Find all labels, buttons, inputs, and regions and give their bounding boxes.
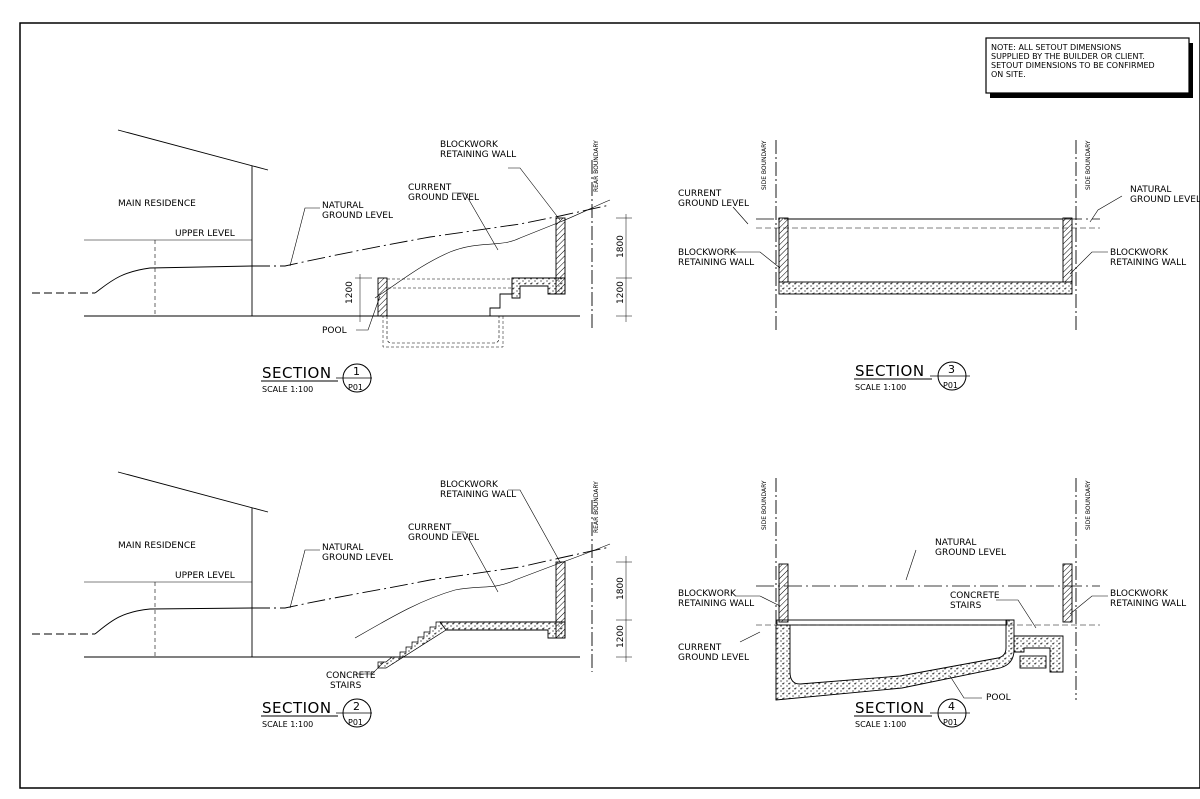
section-sheet-ref: P01	[943, 718, 958, 727]
section-sheet-ref: P01	[348, 383, 363, 392]
natural-ground-label: GROUND LEVEL	[322, 211, 393, 221]
section-sheet-ref: P01	[348, 718, 363, 727]
section-number: 1	[353, 365, 360, 378]
blockwork-wall-label: BLOCKWORK	[1110, 248, 1169, 258]
concrete-stairs-label: STAIRS	[950, 601, 982, 611]
natural-ground-label: NATURAL	[935, 538, 976, 548]
dim-1800: 1800	[616, 577, 626, 600]
natural-ground-label: NATURAL	[322, 201, 363, 211]
section-title: SECTION	[855, 362, 925, 380]
note-box: NOTE: ALL SETOUT DIMENSIONS SUPPLIED BY …	[985, 37, 1193, 98]
rear-boundary-label: REAR BOUNDARY	[593, 481, 600, 533]
blockwork-wall-label: BLOCKWORK	[1110, 589, 1169, 599]
section-number: 2	[353, 700, 360, 713]
blockwork-wall-label: BLOCKWORK	[440, 140, 499, 150]
section-number: 4	[948, 700, 955, 713]
blockwork-wall-label: BLOCKWORK	[678, 589, 737, 599]
section-2-labels: MAIN RESIDENCE UPPER LEVEL NATURAL GROUN…	[118, 480, 626, 691]
side-boundary-label: SIDE BOUNDARY	[1085, 480, 1092, 530]
blockwork-wall-label: RETAINING WALL	[678, 599, 754, 609]
section-4-drawing	[735, 478, 1108, 701]
dim-1200: 1200	[345, 281, 355, 304]
section-title: SECTION	[262, 364, 332, 382]
concrete-stairs-label: STAIRS	[330, 681, 362, 691]
current-ground-label: GROUND LEVEL	[408, 533, 479, 543]
blockwork-wall-label: BLOCKWORK	[440, 480, 499, 490]
section-1-drawing	[32, 129, 632, 348]
section-4-title: SECTION SCALE 1:100 4 P01	[854, 698, 970, 729]
current-ground-label: GROUND LEVEL	[678, 653, 749, 663]
blockwork-wall-label: RETAINING WALL	[1110, 599, 1186, 609]
pool-label: POOL	[986, 693, 1011, 703]
section-title: SECTION	[262, 699, 332, 717]
note-line-1: NOTE: ALL SETOUT DIMENSIONS	[991, 43, 1121, 52]
section-2-title: SECTION SCALE 1:100 2 P01	[261, 698, 372, 729]
section-scale: SCALE 1:100	[262, 720, 313, 729]
dim-1800: 1800	[616, 235, 626, 258]
blockwork-wall-label: BLOCKWORK	[678, 248, 737, 258]
section-number: 3	[948, 363, 955, 376]
dim-1200: 1200	[616, 281, 626, 304]
side-boundary-label: SIDE BOUNDARY	[761, 480, 768, 530]
section-3-labels: CURRENT GROUND LEVEL BLOCKWORK RETAINING…	[678, 140, 1200, 268]
section-3-title: SECTION SCALE 1:100 3 P01	[854, 361, 970, 392]
note-line-4: ON SITE.	[991, 70, 1026, 79]
blockwork-wall-label: RETAINING WALL	[440, 490, 516, 500]
main-residence-label: MAIN RESIDENCE	[118, 199, 196, 209]
section-scale: SCALE 1:100	[855, 720, 906, 729]
current-ground-label: CURRENT	[678, 189, 722, 199]
current-ground-label: CURRENT	[678, 643, 722, 653]
upper-level-label: UPPER LEVEL	[175, 571, 235, 581]
note-line-2: SUPPLIED BY THE BUILDER OR CLIENT.	[991, 52, 1145, 61]
blockwork-wall-label: RETAINING WALL	[1110, 258, 1186, 268]
pool-label: POOL	[322, 326, 347, 336]
dim-1200: 1200	[616, 625, 626, 648]
section-4-labels: NATURAL GROUND LEVEL BLOCKWORK RETAINING…	[678, 480, 1186, 703]
section-title: SECTION	[855, 699, 925, 717]
main-residence-label: MAIN RESIDENCE	[118, 541, 196, 551]
concrete-stairs-label: CONCRETE	[326, 671, 376, 681]
blockwork-wall-label: RETAINING WALL	[678, 258, 754, 268]
blockwork-wall-label: RETAINING WALL	[440, 150, 516, 160]
rear-boundary-label: REAR BOUNDARY	[593, 140, 600, 192]
current-ground-label: GROUND LEVEL	[408, 193, 479, 203]
natural-ground-label: GROUND LEVEL	[322, 553, 393, 563]
section-3-drawing	[730, 140, 1123, 330]
section-1-labels: MAIN RESIDENCE UPPER LEVEL NATURAL GROUN…	[118, 140, 626, 336]
current-ground-label: CURRENT	[408, 523, 452, 533]
sheet-border	[19, 22, 1200, 789]
note-line-3: SETOUT DIMENSIONS TO BE CONFIRMED	[991, 61, 1155, 70]
natural-ground-label: GROUND LEVEL	[935, 548, 1006, 558]
section-sheet-ref: P01	[943, 381, 958, 390]
concrete-stairs-label: CONCRETE	[950, 591, 1000, 601]
current-ground-label: GROUND LEVEL	[678, 199, 749, 209]
natural-ground-label: NATURAL	[1130, 185, 1171, 195]
current-ground-label: CURRENT	[408, 183, 452, 193]
section-scale: SCALE 1:100	[262, 385, 313, 394]
upper-level-label: UPPER LEVEL	[175, 229, 235, 239]
side-boundary-label: SIDE BOUNDARY	[761, 140, 768, 190]
section-2-drawing	[32, 471, 632, 675]
natural-ground-label: NATURAL	[322, 543, 363, 553]
section-scale: SCALE 1:100	[855, 383, 906, 392]
natural-ground-label: GROUND LEVEL	[1130, 195, 1200, 205]
section-1-title: SECTION SCALE 1:100 1 P01	[261, 363, 372, 394]
side-boundary-label: SIDE BOUNDARY	[1085, 140, 1092, 190]
